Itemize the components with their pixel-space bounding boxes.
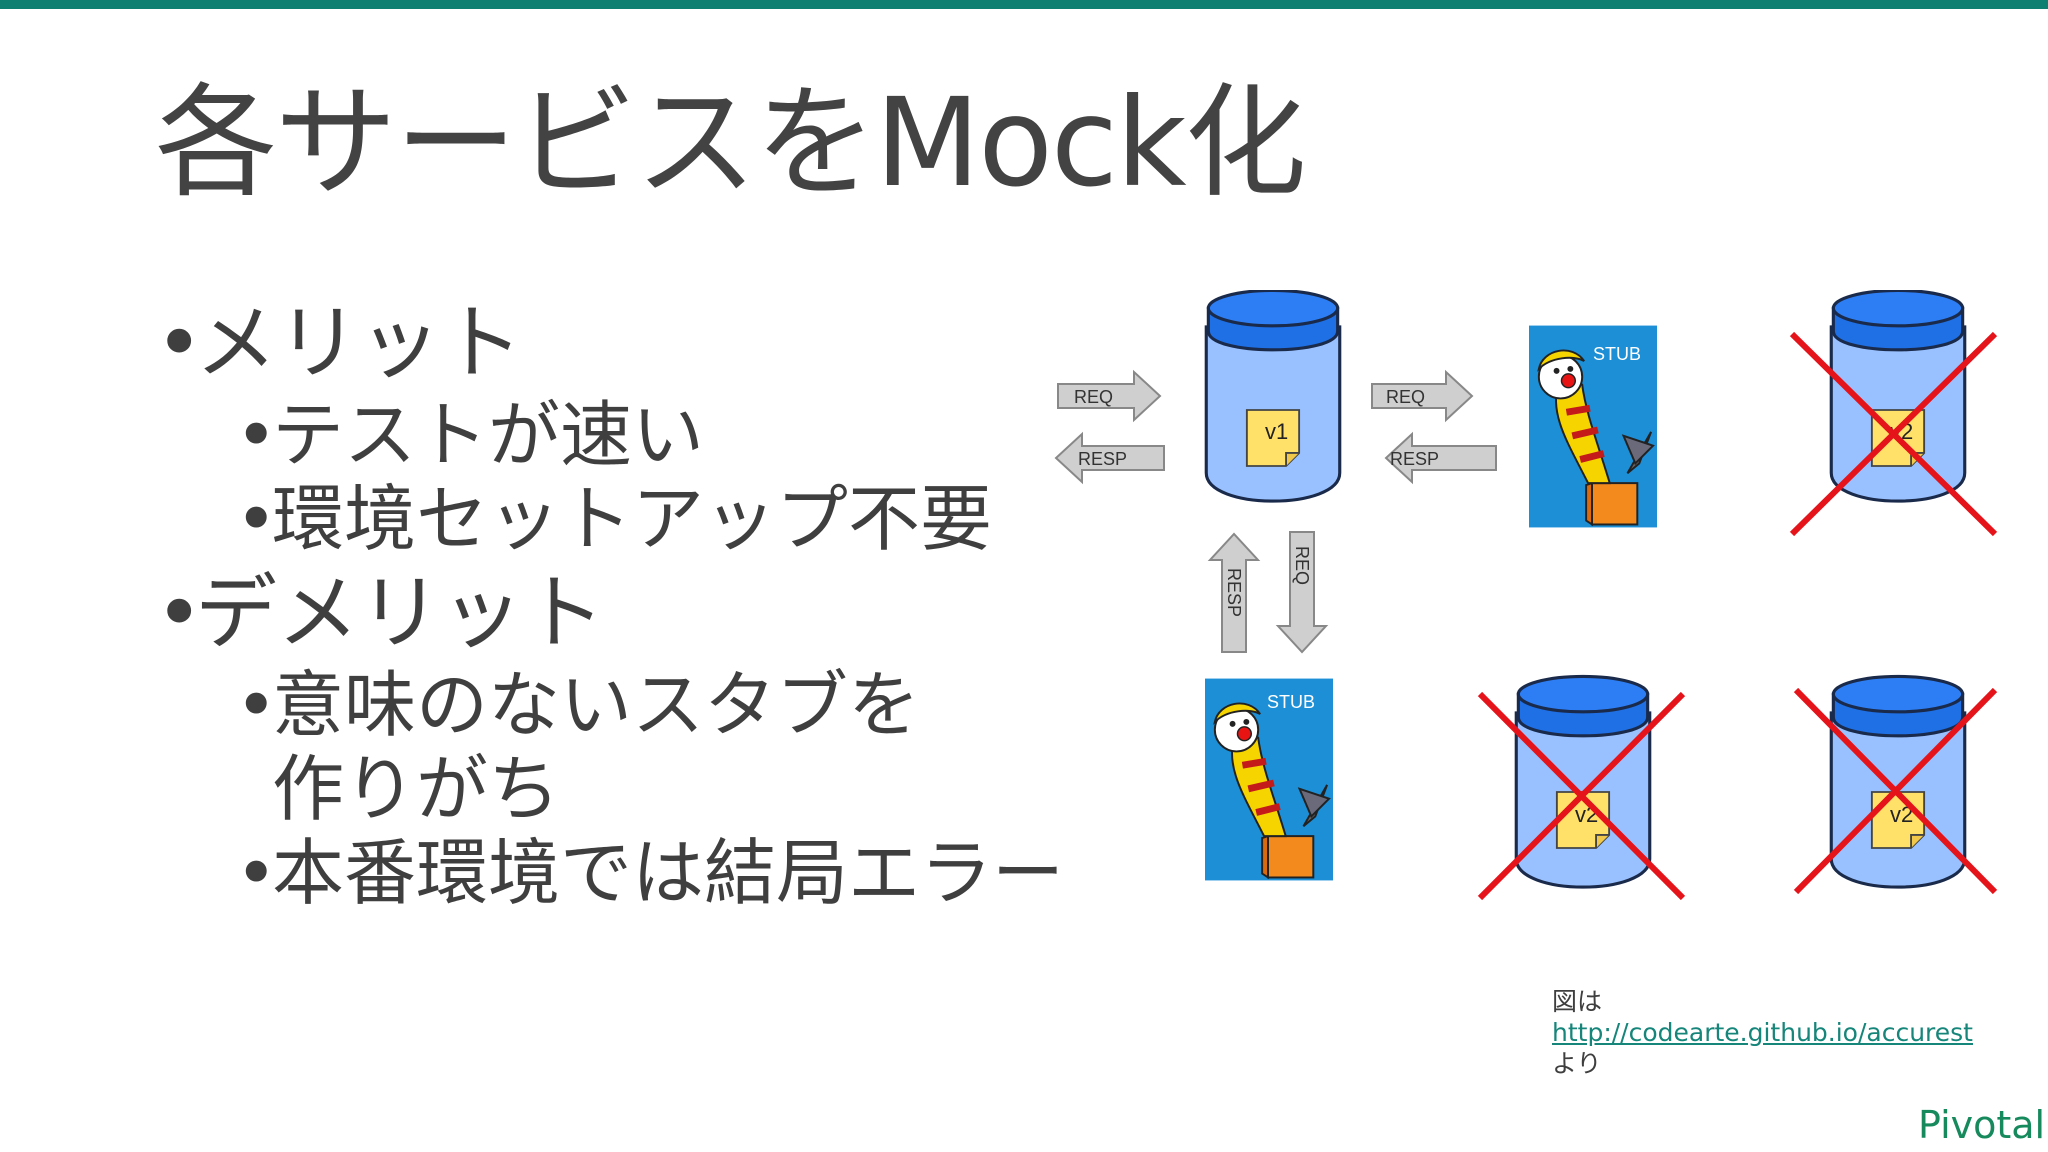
source-credit: 図は http://codearte.github.io/accurest より bbox=[1552, 986, 1973, 1079]
bullet-merits: メリット bbox=[155, 295, 1115, 393]
bullet-meaningless-stubs-cont: 作りがち bbox=[272, 747, 561, 831]
svg-text:RESP: RESP bbox=[1224, 568, 1244, 617]
right-resp-arrow: RESP bbox=[1384, 431, 1497, 485]
bullet-meaningless-stubs: 意味のないスタブを bbox=[155, 663, 1115, 747]
stub-bottom: STUB bbox=[1205, 679, 1333, 881]
svg-text:REQ: REQ bbox=[1386, 387, 1425, 407]
source-prefix: 図は bbox=[1552, 987, 1603, 1016]
svg-text:REQ: REQ bbox=[1292, 546, 1312, 585]
down-resp-arrow: RESP bbox=[1207, 532, 1261, 653]
source-suffix: より bbox=[1552, 1049, 1602, 1078]
bullet-fast-tests: テストが速い bbox=[155, 393, 1115, 477]
svg-text:REQ: REQ bbox=[1074, 387, 1113, 407]
left-req-arrow: REQ bbox=[1057, 369, 1162, 423]
mock-diagram: v1 REQ RESP REQ RESP RESP REQ STUB STUB bbox=[1054, 290, 1998, 901]
bullet-list: メリット テストが速い 環境セットアップ不要 デメリット 意味のないスタブを 作… bbox=[155, 295, 1115, 915]
svg-text:v2: v2 bbox=[1890, 802, 1913, 827]
svg-text:RESP: RESP bbox=[1078, 449, 1127, 469]
stub-label: STUB bbox=[1267, 692, 1315, 712]
stub-label: STUB bbox=[1593, 344, 1641, 364]
bullet-prod-errors: 本番環境では結局エラー bbox=[155, 831, 1115, 915]
stub-right: STUB bbox=[1529, 326, 1657, 528]
crossed-jar-top-right: v2 bbox=[1789, 290, 1998, 537]
bullet-demerits: デメリット bbox=[155, 565, 1115, 663]
crossed-jar-bottom-middle: v2 bbox=[1477, 674, 1686, 901]
left-resp-arrow: RESP bbox=[1054, 431, 1165, 485]
right-req-arrow: REQ bbox=[1371, 369, 1474, 423]
svg-text:RESP: RESP bbox=[1390, 449, 1439, 469]
crossed-jar-bottom-right: v2 bbox=[1793, 674, 1998, 895]
service-jar-v1: v1 bbox=[1204, 290, 1342, 503]
slide-title: 各サービスをMock化 bbox=[155, 72, 1307, 214]
jar-version-label: v1 bbox=[1265, 419, 1288, 444]
bullet-no-env-setup: 環境セットアップ不要 bbox=[155, 477, 1115, 561]
pivotal-logo: Pivotal bbox=[1918, 1103, 2046, 1147]
top-accent-bar bbox=[0, 0, 2048, 9]
source-link[interactable]: http://codearte.github.io/accurest bbox=[1552, 1018, 1973, 1047]
down-req-arrow: REQ bbox=[1275, 531, 1329, 654]
